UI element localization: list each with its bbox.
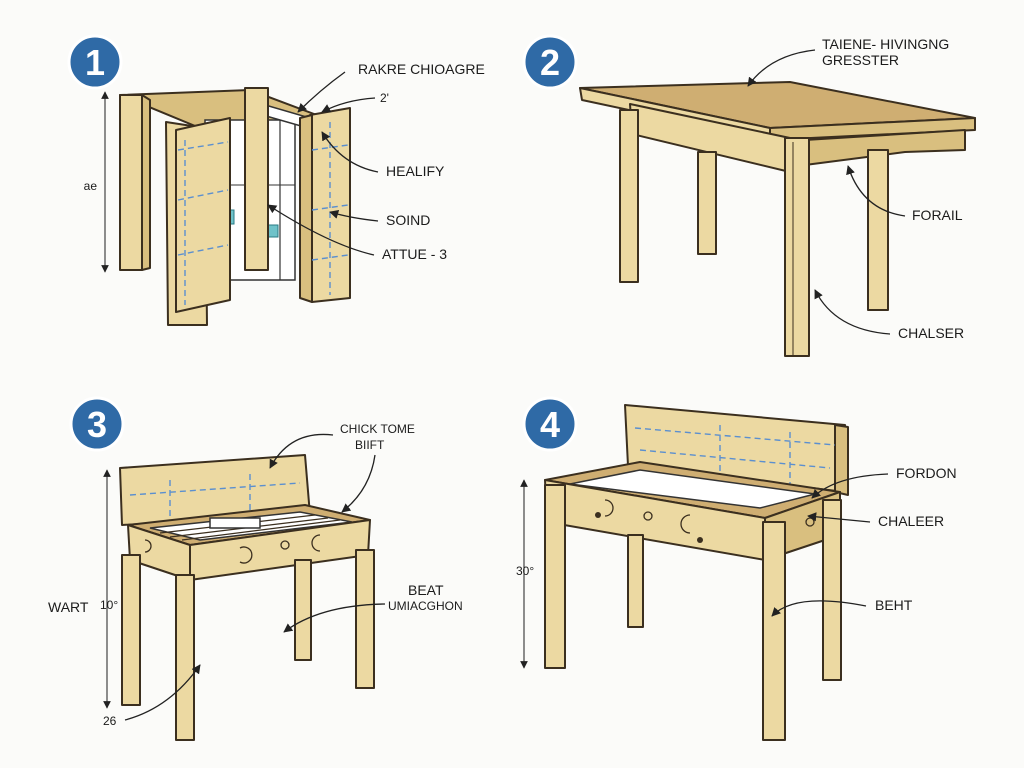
step-2-badge: 2 — [522, 34, 578, 90]
step-3: 3 WART — [48, 396, 463, 741]
step-4-desk — [544, 404, 849, 741]
step-4-leader-c — [771, 600, 867, 617]
step-3-label-top-2: BIIFT — [355, 438, 385, 452]
step-1-leader-b — [329, 209, 379, 222]
step-4-label-c: BEHT — [875, 597, 913, 613]
step-1-label-top: RAKRE CHIOAGRE — [358, 61, 485, 77]
step-3-label-height: 10° — [100, 598, 118, 612]
step-1-frame — [119, 87, 351, 326]
step-3-label-bottom: 26 — [103, 714, 117, 728]
step-3-label-side: WART — [48, 599, 89, 615]
step-2-label-top-1: TAIENE- HIVINGNG — [822, 36, 949, 52]
step-3-label-top-1: CHICK TOME — [340, 422, 415, 436]
step-1-label-b: SOIND — [386, 212, 430, 228]
step-2-leader-b — [814, 289, 891, 335]
step-3-label-a-1: BEAT — [408, 582, 444, 598]
step-3-leader-top-1 — [269, 433, 334, 469]
step-1-dimension-label: ae — [84, 179, 98, 193]
step-1-leader-a — [321, 131, 379, 173]
step-2-label-top-2: GRESSTER — [822, 52, 899, 68]
step-1-leader-top — [297, 71, 346, 113]
step-3-number: 3 — [87, 404, 107, 445]
step-1: 1 — [67, 34, 485, 326]
step-1-label-c: ATTUE - 3 — [382, 246, 447, 262]
step-4-label-a: FORDON — [896, 465, 957, 481]
step-3-desk — [119, 454, 375, 741]
step-3-badge: 3 — [69, 396, 125, 452]
step-2-table — [579, 81, 976, 357]
step-4-leader-a — [811, 473, 889, 499]
step-3-leader-top-2 — [341, 454, 376, 513]
step-4-leader-b — [807, 512, 871, 523]
step-1-badge: 1 — [67, 34, 123, 90]
step-3-label-a-2: UMIACGHON — [388, 599, 463, 613]
step-4-badge: 4 — [522, 396, 578, 452]
step-3-leader-bottom — [124, 664, 201, 721]
step-4: 4 30° FORDON — [516, 396, 957, 741]
step-4-label-height: 30° — [516, 564, 534, 578]
step-1-label-a: HEALIFY — [386, 163, 445, 179]
step-1-leader-c — [267, 204, 375, 256]
step-1-label-mark: 2' — [380, 91, 389, 105]
step-4-number: 4 — [540, 404, 560, 445]
step-2: 2 TAIENE- HIVINGNG GRESSTER FORAIL CHALS… — [522, 34, 976, 357]
step-2-label-a: FORAIL — [912, 207, 963, 223]
step-1-dimension: ae — [84, 91, 109, 273]
step-1-number: 1 — [85, 42, 105, 83]
step-4-label-b: CHALEER — [878, 513, 944, 529]
step-2-leader-top — [747, 49, 816, 87]
step-3-leader-a — [283, 603, 386, 633]
step-1-leader-mark — [321, 97, 376, 113]
step-2-label-b: CHALSER — [898, 325, 964, 341]
step-2-leader-a — [846, 165, 906, 217]
step-2-number: 2 — [540, 42, 560, 83]
